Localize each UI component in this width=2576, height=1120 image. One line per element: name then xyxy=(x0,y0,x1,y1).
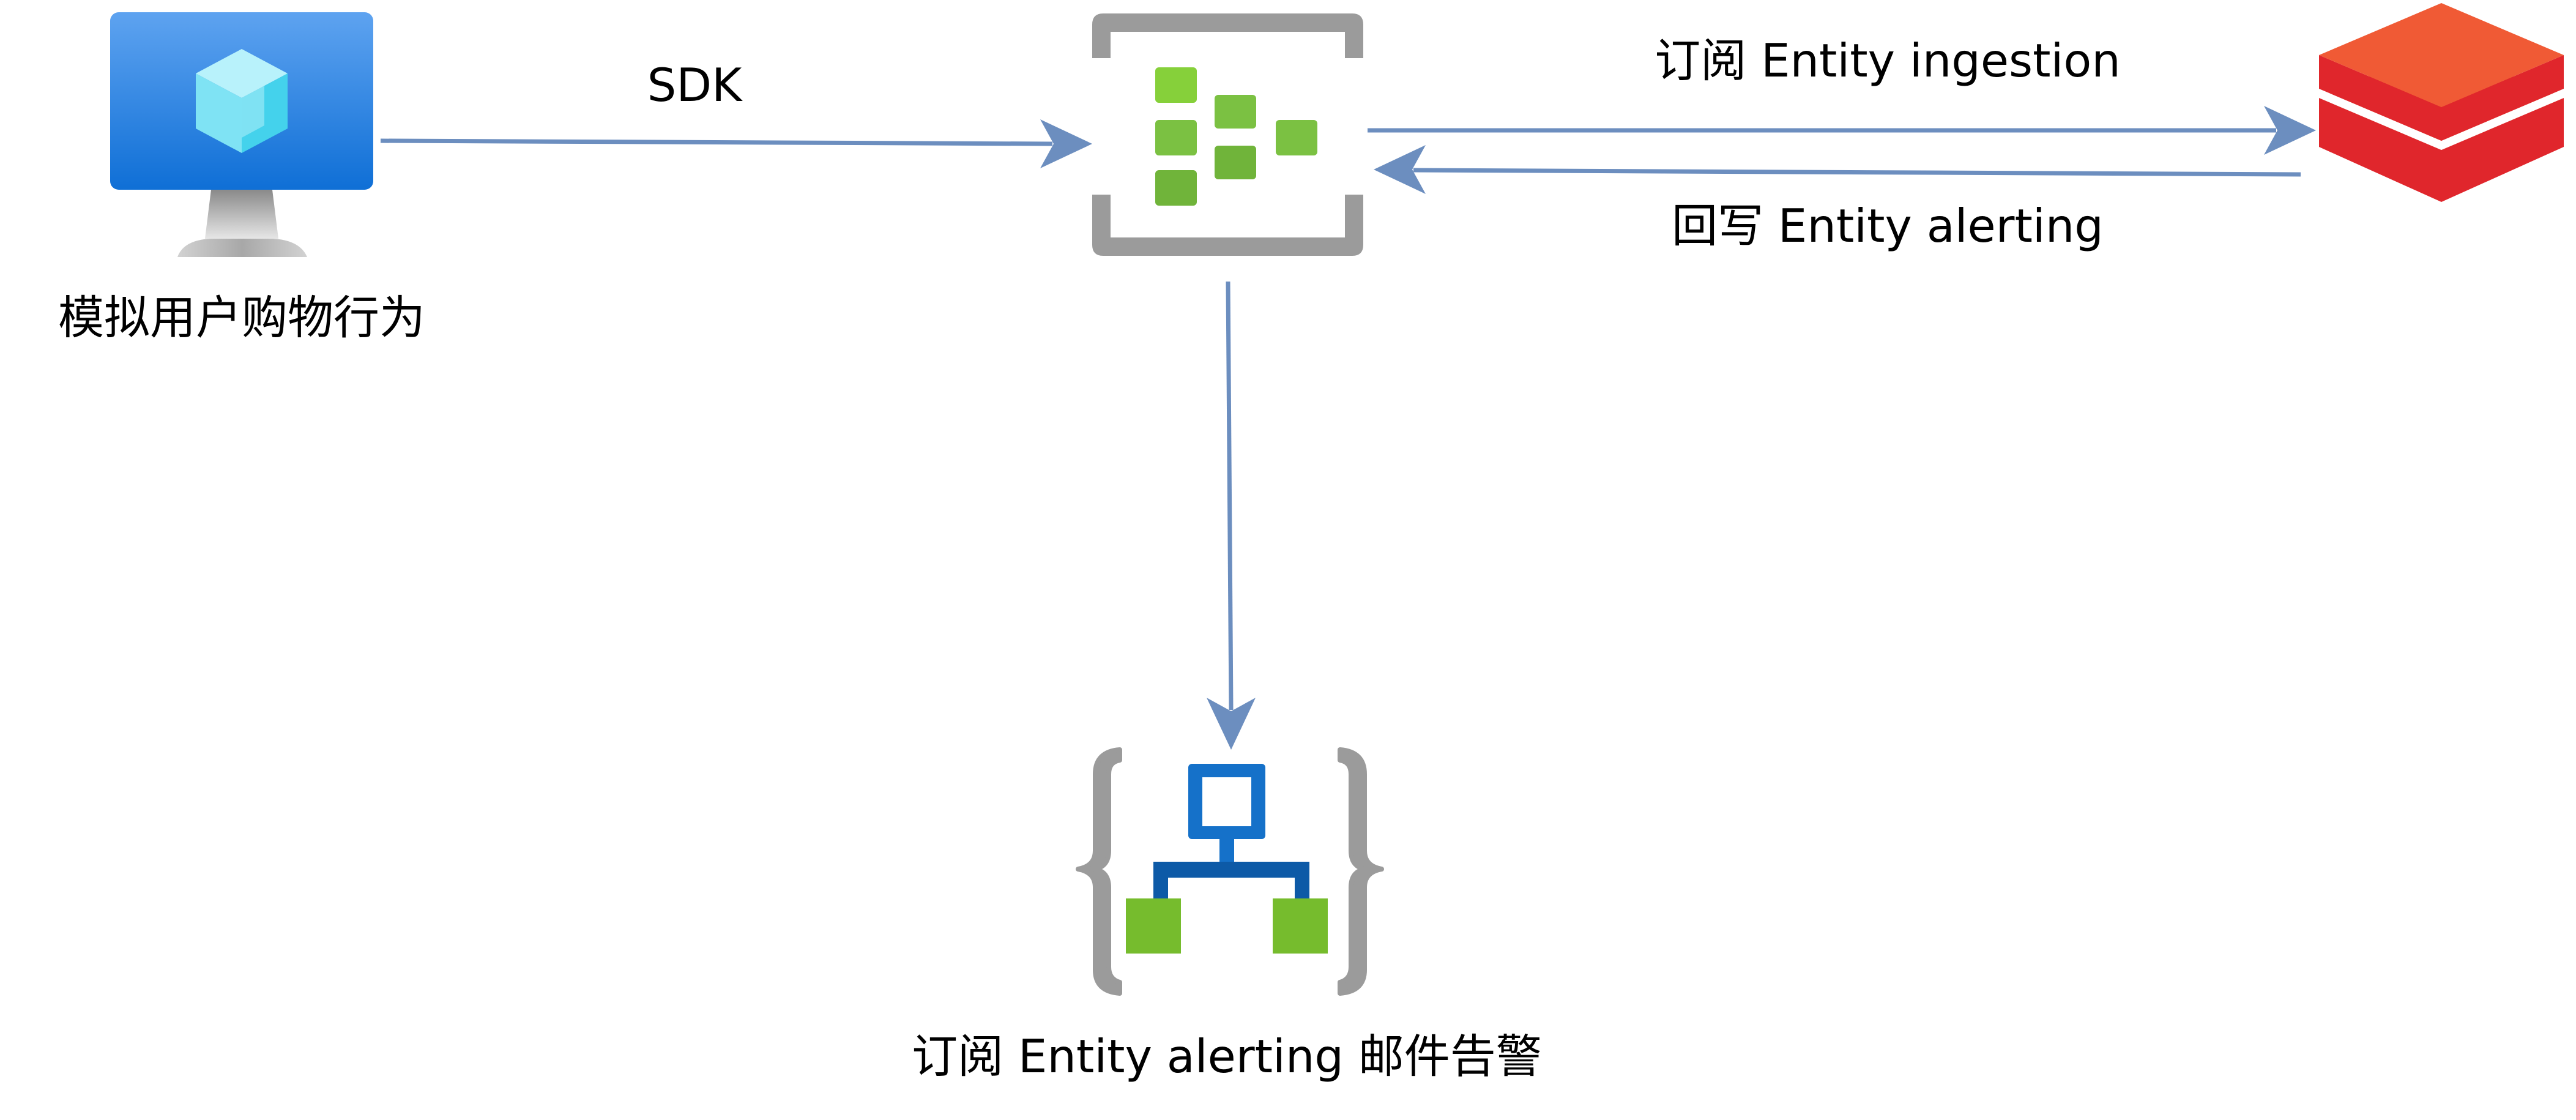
cube-icon xyxy=(196,49,288,153)
edge-hub-to-logic-app xyxy=(1207,281,1256,750)
edge-vm-to-hub xyxy=(380,119,1092,168)
edge-databricks-to-hub xyxy=(1374,145,2301,194)
edge-sdk-label: SDK xyxy=(647,58,743,112)
logic-app-label: 订阅 Entity alerting 邮件告警 xyxy=(912,1029,1542,1083)
edge-alerting-label: 回写 Entity alerting xyxy=(1672,199,2104,253)
edge-ingestion-label: 订阅 Entity ingestion xyxy=(1655,34,2121,88)
virtual-machine-icon xyxy=(110,12,373,257)
vm-label: 模拟用户购物行为 xyxy=(58,291,425,345)
databricks-icon xyxy=(2319,3,2564,202)
logic-app-icon xyxy=(1076,747,1384,996)
event-hub-icon xyxy=(1092,13,1363,256)
edge-hub-to-databricks xyxy=(1368,106,2316,155)
